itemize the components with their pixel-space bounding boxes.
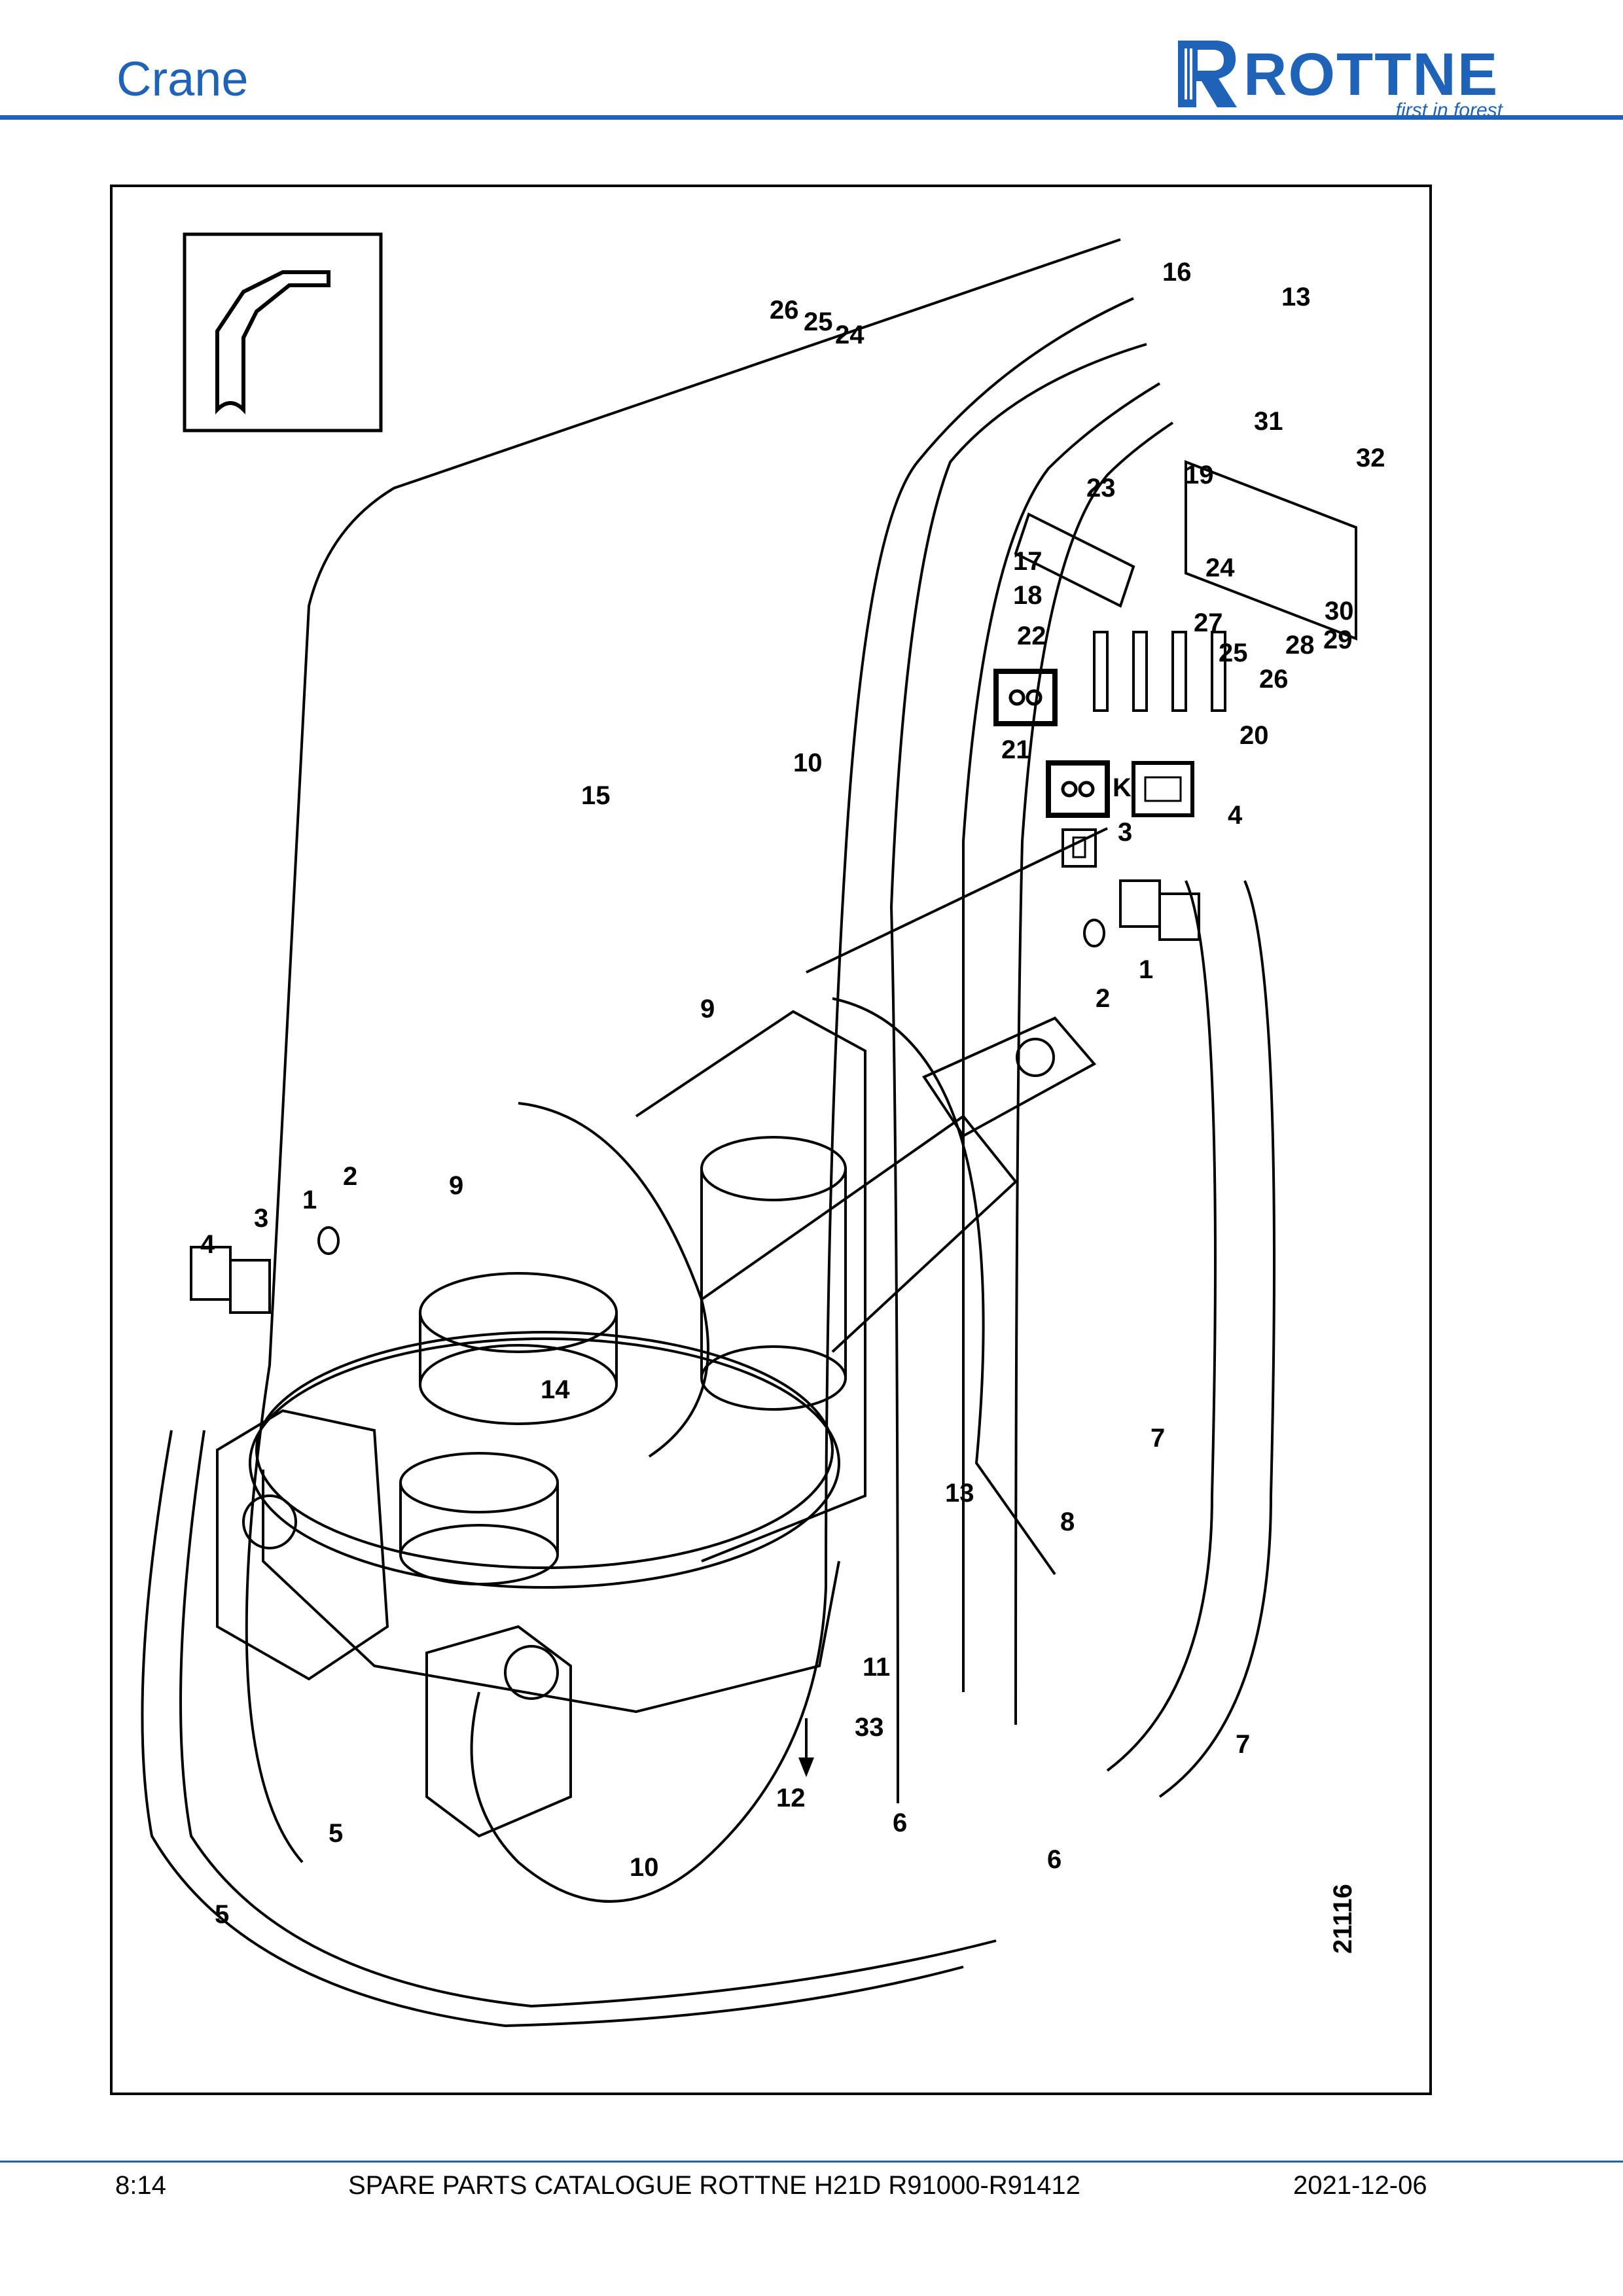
callout-label: 10 bbox=[630, 1853, 659, 1882]
callout-label: 28 bbox=[1285, 631, 1315, 660]
callout-label: 17 bbox=[1013, 547, 1043, 576]
callout-label: 10 bbox=[793, 749, 823, 777]
callout-label: 31 bbox=[1254, 407, 1283, 436]
callout-label: 3 bbox=[254, 1204, 269, 1233]
callout-label: 33 bbox=[855, 1713, 884, 1742]
callout-label: 9 bbox=[700, 995, 715, 1023]
callout-label: 26 bbox=[1259, 665, 1289, 694]
connector-8pin-icon bbox=[1132, 761, 1194, 817]
callout-label: 27 bbox=[1194, 609, 1223, 637]
header-divider bbox=[0, 115, 1623, 120]
callout-label: 25 bbox=[804, 308, 833, 336]
callout-label: 32 bbox=[1356, 444, 1385, 472]
publication-date: 2021-12-06 bbox=[1293, 2171, 1427, 2200]
callout-label: 14 bbox=[541, 1375, 570, 1404]
battery-icon bbox=[1061, 828, 1097, 868]
connector-2pin-icon bbox=[1046, 760, 1110, 818]
callout-label: 7 bbox=[1236, 1730, 1251, 1759]
callout-label: 29 bbox=[1323, 626, 1353, 654]
callout-label: 5 bbox=[329, 1819, 344, 1848]
callout-label: 19 bbox=[1185, 461, 1214, 489]
callout-label: 22 bbox=[1017, 622, 1046, 650]
callout-label: 20 bbox=[1240, 721, 1269, 750]
callout-label: 8 bbox=[1060, 1508, 1075, 1536]
callout-label: 1 bbox=[302, 1186, 317, 1214]
rottne-logo-mark-icon bbox=[1178, 41, 1237, 107]
callout-label: 16 bbox=[1162, 258, 1192, 287]
page-title: Crane bbox=[116, 52, 249, 106]
callout-label: 6 bbox=[893, 1809, 908, 1837]
callout-label: 5 bbox=[215, 1900, 230, 1929]
callout-label: 4 bbox=[1228, 801, 1243, 830]
catalogue-title: SPARE PARTS CATALOGUE ROTTNE H21D R91000… bbox=[348, 2171, 1080, 2200]
callout-label: 12 bbox=[776, 1784, 806, 1812]
callout-label: 26 bbox=[770, 296, 799, 325]
figure-number: 21116 bbox=[1329, 1884, 1357, 1954]
callout-label: 4 bbox=[200, 1230, 215, 1259]
callout-label: 3 bbox=[1118, 818, 1133, 847]
callout-label: 30 bbox=[1325, 597, 1354, 626]
logo-wordmark: ROTTNE bbox=[1243, 41, 1499, 108]
callout-label: 24 bbox=[835, 321, 865, 349]
callout-label: 2 bbox=[343, 1162, 358, 1191]
callout-label: 7 bbox=[1150, 1424, 1166, 1453]
callout-label: 25 bbox=[1219, 639, 1248, 667]
crane-arm-icon bbox=[183, 232, 383, 433]
callout-label: 9 bbox=[449, 1171, 464, 1200]
callout-label: 24 bbox=[1205, 554, 1235, 582]
connector-2pin-icon bbox=[993, 669, 1058, 726]
crane-hose-drawing bbox=[141, 232, 1357, 2028]
callout-label: 15 bbox=[581, 781, 611, 810]
callout-label: 13 bbox=[945, 1479, 974, 1508]
callout-label: 2 bbox=[1096, 984, 1111, 1013]
callout-label: 6 bbox=[1047, 1845, 1062, 1874]
callout-label: 1 bbox=[1139, 955, 1154, 984]
arrow-down-icon bbox=[798, 1718, 814, 1777]
page-number: 8:14 bbox=[115, 2171, 166, 2200]
callout-label: 11 bbox=[863, 1653, 891, 1682]
callout-label: 18 bbox=[1013, 581, 1043, 610]
callout-label: 23 bbox=[1086, 474, 1116, 503]
callout-label: 21 bbox=[1001, 735, 1031, 764]
footer-divider bbox=[0, 2161, 1623, 2163]
exploded-parts-diagram: K 1 1 2 2 3 3 4 4 5 5 6 6 7 7 8 9 9 10 1… bbox=[110, 185, 1432, 2095]
callout-label: 13 bbox=[1281, 283, 1311, 311]
rottne-logo: ROTTNE first in forest bbox=[1171, 34, 1512, 121]
k-label: K bbox=[1113, 773, 1132, 802]
